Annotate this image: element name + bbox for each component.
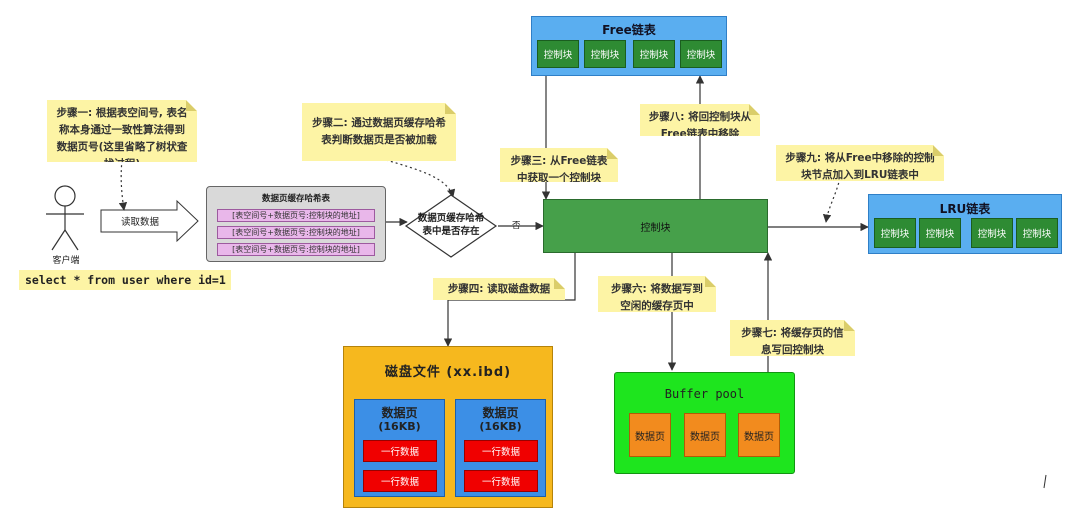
- cache-page: 数据页: [738, 413, 780, 457]
- note-step2: 步骤二: 通过数据页缓存哈希表判断数据页是否被加载: [302, 103, 456, 161]
- data-page-size: (16KB): [479, 420, 522, 433]
- note-step9: 步骤九: 将从Free中移除的控制块节点加入到LRU链表中: [776, 145, 944, 181]
- note-step6: 步骤六: 将数据写到空闲的缓存页中: [598, 276, 716, 312]
- data-page-title: 数据页: [482, 406, 519, 420]
- lru-list-title: LRU链表: [939, 202, 991, 216]
- hash-row: [表空间号+数据页号:控制块的地址]: [217, 243, 375, 256]
- note-step7: 步骤七: 将缓存页的信息写回控制块: [730, 320, 855, 356]
- read-data-label: 读取数据: [120, 217, 159, 228]
- client-label: 客户端: [52, 256, 80, 266]
- free-list: Free链表 控制块 控制块 控制块 控制块: [531, 16, 727, 76]
- free-control-block: 控制块: [680, 40, 722, 68]
- no-label: 否: [512, 221, 521, 231]
- decision-diamond: [404, 194, 498, 258]
- data-row: 一行数据: [363, 470, 437, 492]
- client-icon: [46, 185, 84, 251]
- data-row: 一行数据: [464, 470, 538, 492]
- buffer-pool: Buffer pool 数据页 数据页 数据页: [614, 372, 795, 474]
- read-data-arrow: [100, 199, 199, 243]
- lru-control-block: 控制块: [874, 218, 916, 248]
- hash-table: 数据页缓存哈希表 [表空间号+数据页号:控制块的地址] [表空间号+数据页号:控…: [206, 186, 386, 262]
- note-step3: 步骤三: 从Free链表中获取一个控制块: [500, 148, 618, 182]
- data-row: 一行数据: [464, 440, 538, 462]
- free-control-block: 控制块: [633, 40, 675, 68]
- data-page: 数据页 (16KB) 一行数据 一行数据: [455, 399, 546, 497]
- free-list-title: Free链表: [602, 23, 656, 37]
- lru-control-block: 控制块: [919, 218, 961, 248]
- disk-file: 磁盘文件 (xx.ibd) 数据页 (16KB) 一行数据 一行数据 数据页 (…: [343, 346, 553, 508]
- cache-page: 数据页: [629, 413, 671, 457]
- sql-query: select * from user where id=1: [19, 270, 231, 290]
- decision-label: 数据页缓存哈希表中是否存在: [417, 213, 485, 237]
- control-block: 控制块: [543, 199, 768, 253]
- control-block-label: 控制块: [640, 222, 671, 234]
- note-step4: 步骤四: 读取磁盘数据: [433, 278, 565, 300]
- free-control-block: 控制块: [537, 40, 579, 68]
- disk-file-title: 磁盘文件 (xx.ibd): [384, 365, 512, 380]
- note-step8: 步骤八: 将回控制块从Free链表中移除: [640, 104, 760, 136]
- data-row: 一行数据: [363, 440, 437, 462]
- lru-control-block: 控制块: [1016, 218, 1058, 248]
- hash-row: [表空间号+数据页号:控制块的地址]: [217, 226, 375, 239]
- data-page: 数据页 (16KB) 一行数据 一行数据: [354, 399, 445, 497]
- lru-list: LRU链表 控制块 控制块 控制块 控制块: [868, 194, 1062, 254]
- free-control-block: 控制块: [584, 40, 626, 68]
- note-step1: 步骤一: 根据表空间号, 表名称本身通过一致性算法得到数据页号(这里省略了树状查…: [47, 100, 197, 162]
- hash-table-title: 数据页缓存哈希表: [261, 194, 330, 204]
- cache-page: 数据页: [684, 413, 726, 457]
- hash-row: [表空间号+数据页号:控制块的地址]: [217, 209, 375, 222]
- lru-control-block: 控制块: [971, 218, 1013, 248]
- data-page-size: (16KB): [378, 420, 421, 433]
- data-page-title: 数据页: [381, 406, 418, 420]
- buffer-pool-title: Buffer pool: [664, 387, 745, 401]
